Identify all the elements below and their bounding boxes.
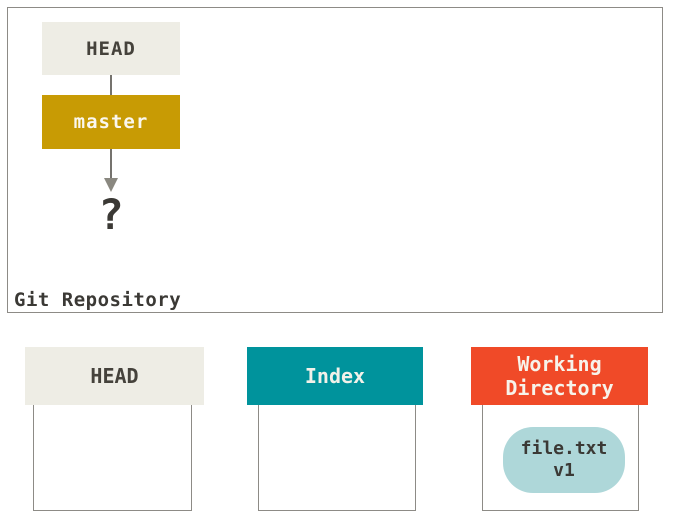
master-pointer-arrow-head-icon: [104, 178, 118, 192]
git-repository-label: Git Repository: [14, 289, 182, 311]
file-name: file.txt: [520, 437, 608, 459]
master-pointer-arrow-line: [110, 149, 112, 180]
index-area-body: [258, 404, 416, 511]
working-directory-area-body: file.txt v1: [482, 404, 639, 511]
file-version: v1: [553, 460, 575, 481]
git-repository-box: HEAD master ? Git Repository: [7, 7, 663, 313]
head-ref-box: HEAD: [42, 22, 180, 75]
master-branch-box: master: [42, 95, 180, 149]
working-directory-area-header: Working Directory: [471, 347, 648, 405]
head-area-header: HEAD: [25, 347, 204, 405]
head-to-master-connector-line: [110, 75, 112, 95]
unknown-commit-mark: ?: [98, 190, 124, 239]
index-area-header: Index: [247, 347, 423, 405]
head-area-body: [33, 404, 192, 511]
file-node: file.txt v1: [503, 427, 625, 493]
